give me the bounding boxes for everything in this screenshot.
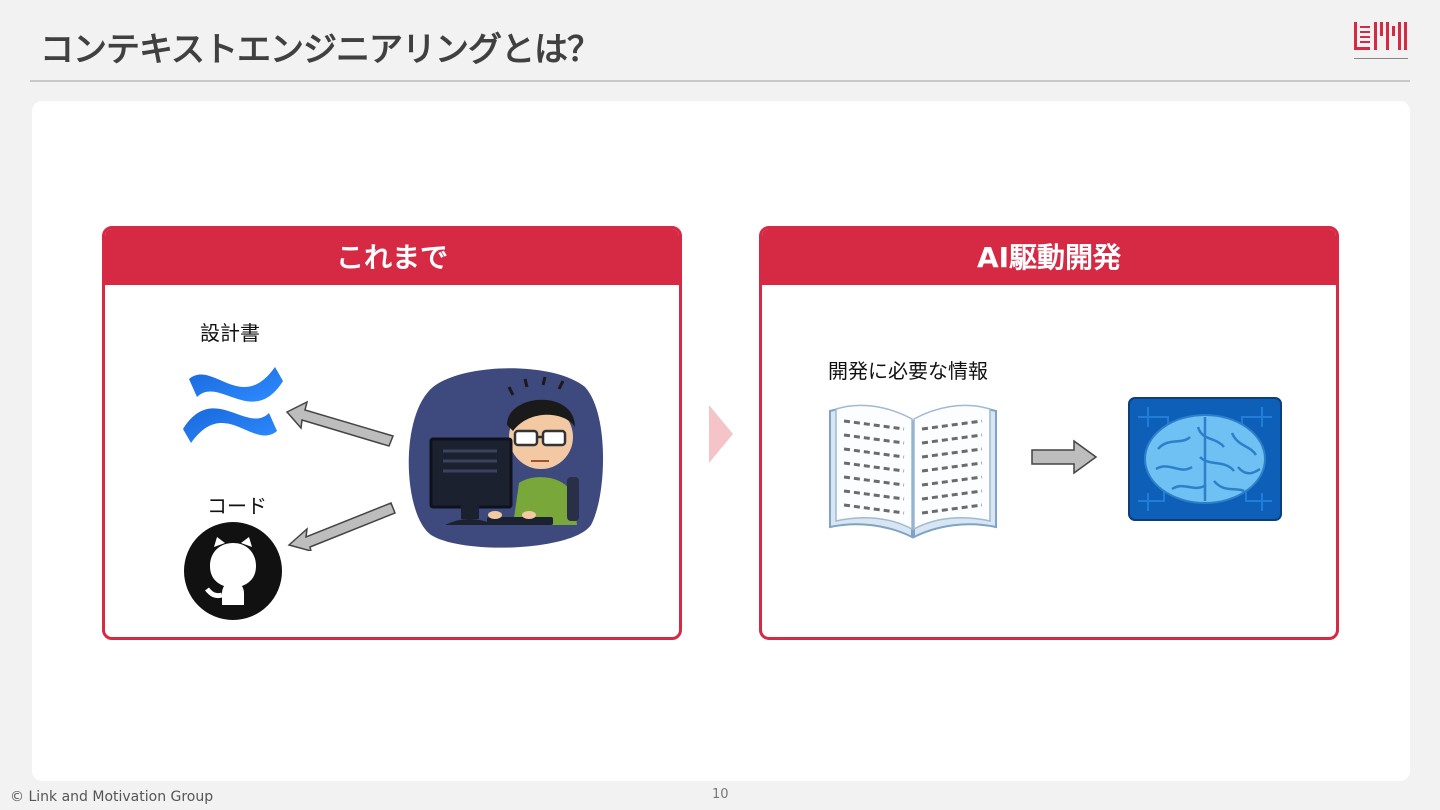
- design-doc-label: 設計書: [200, 321, 260, 345]
- flow-chevron-icon: [709, 405, 733, 463]
- arrow-to-code: [287, 495, 397, 551]
- company-logo: [1352, 20, 1412, 66]
- ai-brain-illustration: [1128, 397, 1282, 521]
- book-illustration: [828, 403, 998, 539]
- title-divider: [30, 80, 1410, 82]
- developer-illustration: [403, 365, 607, 551]
- card-ai-driven: AI駆動開発 開発に必要な情報: [759, 226, 1339, 640]
- code-label: コード: [207, 494, 267, 518]
- page-number: 10: [712, 787, 729, 802]
- arrow-to-docs: [285, 400, 395, 448]
- github-icon: [183, 521, 283, 621]
- card-ai-header: AI駆動開発: [762, 229, 1336, 285]
- logo-mark-icon: [1354, 22, 1408, 59]
- card-before-header: これまで: [105, 229, 679, 285]
- card-ai-body: 開発に必要な情報: [762, 285, 1336, 637]
- arrow-to-ai: [1030, 439, 1098, 475]
- confluence-icon: [183, 357, 283, 453]
- dev-info-label: 開発に必要な情報: [828, 359, 988, 383]
- card-before-body: 設計書 コード: [105, 285, 679, 637]
- copyright-text: © Link and Motivation Group: [10, 789, 214, 805]
- card-before: これまで 設計書 コード: [102, 226, 682, 640]
- slide-title: コンテキストエンジニアリングとは？: [40, 30, 601, 70]
